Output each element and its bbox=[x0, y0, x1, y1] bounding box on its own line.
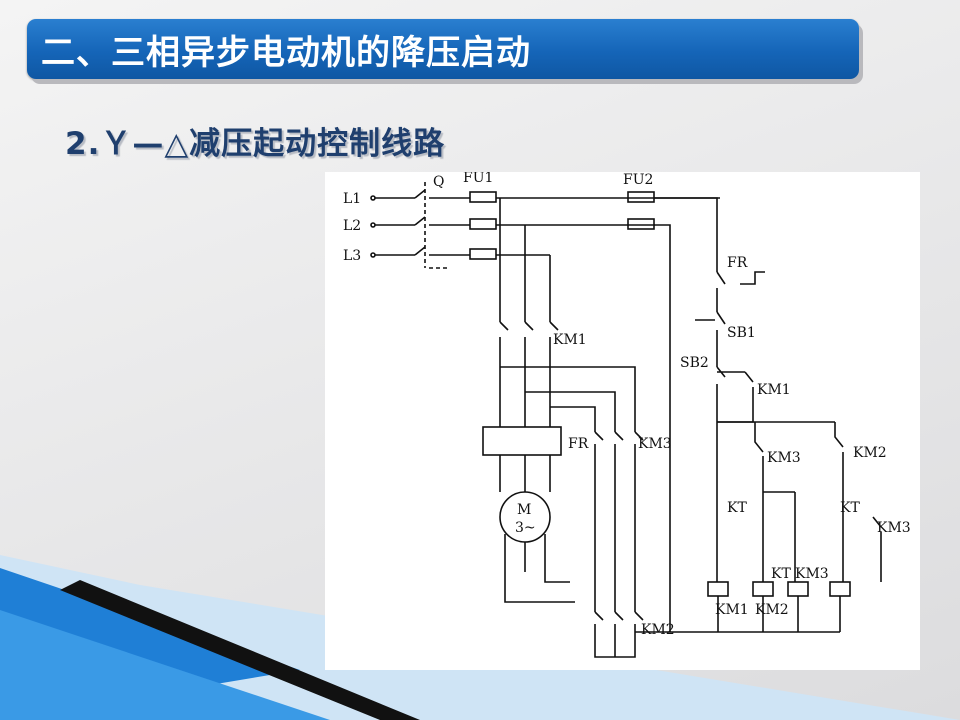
label-L3: L3 bbox=[343, 248, 361, 264]
label-Q: Q bbox=[433, 174, 444, 190]
label-KM1-aux: KM1 bbox=[757, 382, 791, 398]
label-FR-mid: FR bbox=[568, 436, 589, 452]
label-coil-KM3: KM3 bbox=[795, 566, 829, 582]
coil-km3 bbox=[829, 581, 851, 597]
label-motor-phase: 3~ bbox=[515, 520, 536, 536]
label-FU2: FU2 bbox=[623, 172, 653, 188]
circuit-diagram: L1 L2 L3 Q FU1 FU2 KM1 M 3~ FR KM3 KM2 F… bbox=[325, 170, 920, 670]
label-FR-top: FR bbox=[727, 255, 748, 271]
coil-km1 bbox=[707, 581, 729, 597]
label-KM3-nc: KM3 bbox=[877, 520, 911, 536]
coil-km2 bbox=[752, 581, 774, 597]
label-KT-ctrl2: KT bbox=[840, 500, 860, 516]
decorative-stripes bbox=[0, 555, 960, 720]
label-KM3-main: KM3 bbox=[638, 436, 672, 452]
stripe-black bbox=[60, 580, 420, 720]
label-KM2-main: KM2 bbox=[641, 622, 675, 638]
circuit-svg: L1 L2 L3 Q FU1 FU2 KM1 M 3~ FR KM3 KM2 F… bbox=[343, 170, 911, 658]
label-KM3-ctrl: KM3 bbox=[767, 450, 801, 466]
slide-title: 二、三相异步电动机的降压启动 bbox=[41, 32, 531, 73]
label-SB2: SB2 bbox=[680, 355, 709, 371]
stripe-blue-2 bbox=[0, 610, 330, 720]
label-coil-KM2: KM2 bbox=[755, 602, 789, 618]
label-KT-ctrl1: KT bbox=[727, 500, 747, 516]
label-coil-KM1: KM1 bbox=[715, 602, 749, 618]
slide-subtitle: 2.Ｙ—△减压起动控制线路 bbox=[65, 126, 446, 162]
coil-kt bbox=[787, 581, 809, 597]
label-KM2-ctrl: KM2 bbox=[853, 445, 887, 461]
label-L1: L1 bbox=[343, 191, 361, 207]
label-KM1-main: KM1 bbox=[553, 332, 587, 348]
label-motor-M: M bbox=[517, 502, 531, 518]
label-SB1: SB1 bbox=[727, 325, 756, 341]
title-bar: 二、三相异步电动机的降压启动 bbox=[27, 19, 859, 79]
label-coil-KT: KT bbox=[771, 566, 791, 582]
label-FU1: FU1 bbox=[463, 172, 493, 186]
label-L2: L2 bbox=[343, 218, 361, 234]
